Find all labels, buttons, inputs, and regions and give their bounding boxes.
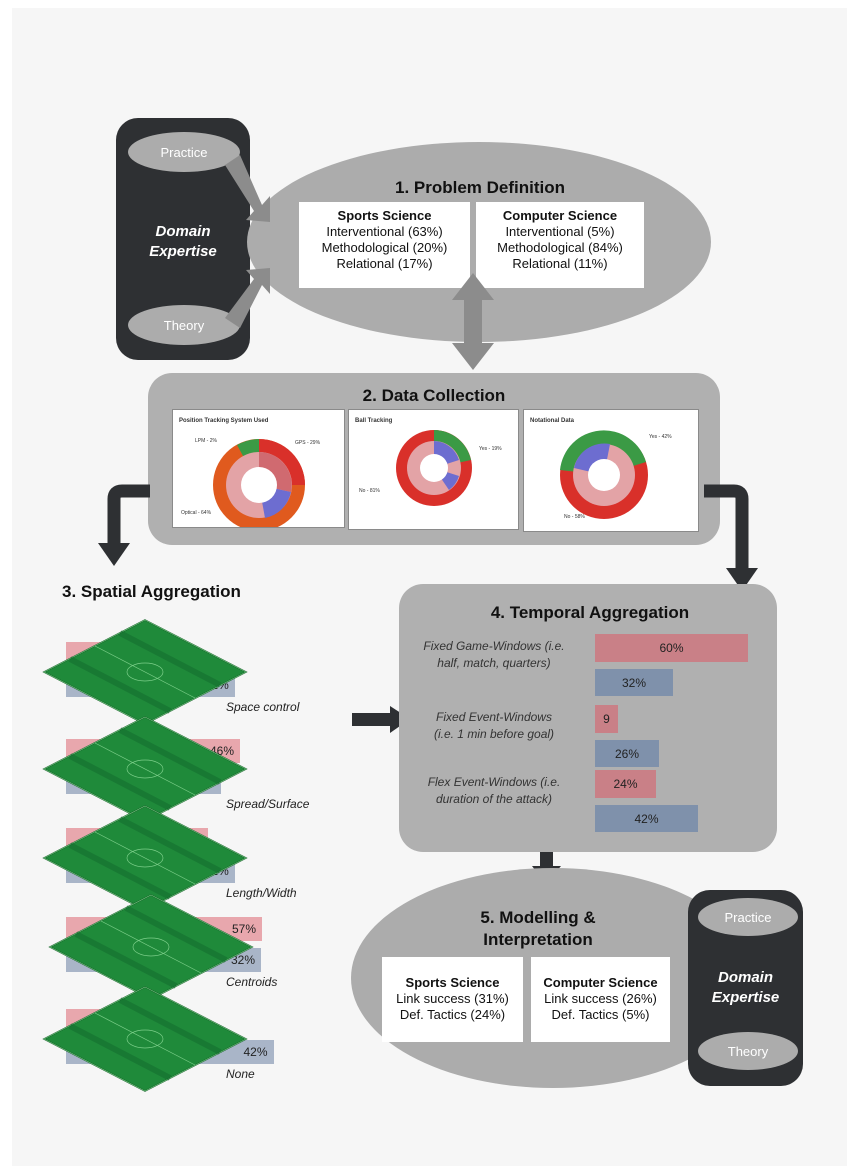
problem-sports-science-box: Sports Science Interventional (63%) Meth…	[299, 202, 470, 288]
pc-heading: Computer Science	[502, 208, 618, 223]
chart-label: Optical - 64%	[181, 510, 212, 516]
spatial-item-label: Length/Width	[226, 886, 297, 900]
chart-label: GPS - 29%	[295, 440, 321, 446]
modelling-title-line2: Interpretation	[483, 930, 593, 949]
spatial-item-label: Centroids	[226, 975, 278, 989]
modelling-computer-science-box: Computer Science Link success (26%) Def.…	[531, 957, 670, 1042]
mc-item: Link success (26%)	[544, 991, 657, 1006]
temporal-red-bar: 60%	[595, 634, 748, 662]
temporal-aggregation-title: 4. Temporal Aggregation	[490, 603, 690, 622]
chart-label: Yes - 42%	[649, 434, 672, 440]
soccer-pitch-icon	[42, 619, 248, 725]
temporal-red-bar: 9	[595, 705, 618, 733]
chart-label: No - 58%	[564, 514, 585, 520]
mc-heading: Computer Science	[543, 975, 658, 990]
domain-expertise-top-label: Domain Expertise	[116, 222, 250, 262]
temporal-label-line1: Fixed Event-Windows	[436, 710, 552, 724]
temporal-label-line2: duration of the attack)	[435, 792, 553, 806]
temporal-label-line2: (i.e. 1 min before goal)	[433, 727, 555, 741]
notational-data-donut	[560, 430, 648, 519]
temporal-blue-bar: 26%	[595, 740, 659, 767]
position-tracking-donut	[213, 439, 305, 527]
ms-item: Link success (31%)	[396, 991, 509, 1006]
soccer-pitch-icon	[42, 716, 248, 822]
spatial-item-label: Spread/Surface	[226, 797, 310, 811]
spatial-item-label: Space control	[226, 700, 300, 714]
temporal-label-line1: Fixed Game-Windows (i.e.	[423, 639, 565, 653]
chart-label: Yes - 19%	[479, 446, 502, 452]
chart-label: No - 81%	[359, 488, 380, 494]
modelling-title-line1: 5. Modelling &	[480, 908, 596, 927]
temporal-item-label: Flex Event-Windows (i.e. duration of the …	[404, 774, 584, 808]
position-tracking-chart: Position Tracking System Used LPM - 2% G…	[172, 409, 345, 528]
chart-title: Ball Tracking	[355, 418, 393, 424]
practice-label: Practice	[724, 909, 772, 925]
mc-item: Def. Tactics (5%)	[551, 1007, 650, 1022]
domain-label-line1: Domain	[717, 969, 773, 986]
domain-label-line2: Expertise	[149, 243, 217, 260]
ps-item: Relational (17%)	[336, 256, 433, 271]
modelling-title: 5. Modelling & Interpretation	[458, 907, 618, 951]
ps-item: Interventional (63%)	[326, 224, 443, 239]
theory-label: Theory	[163, 317, 205, 333]
pc-item: Interventional (5%)	[505, 224, 615, 239]
temporal-blue-bar: 32%	[595, 669, 673, 696]
theory-ellipse-bottom: Theory	[698, 1032, 798, 1070]
temporal-label-line2: half, match, quarters)	[437, 656, 551, 670]
theory-ellipse-top: Theory	[128, 305, 240, 345]
problem-definition-title: 1. Problem Definition	[394, 178, 566, 197]
data-collection-title: 2. Data Collection	[362, 386, 506, 405]
spatial-item-label: None	[226, 1067, 255, 1081]
practice-label: Practice	[160, 144, 208, 160]
domain-label-line1: Domain	[155, 223, 211, 240]
domain-expertise-bottom-label: Domain Expertise	[688, 968, 803, 1008]
pc-item: Methodological (84%)	[497, 240, 623, 255]
theory-label: Theory	[727, 1043, 769, 1059]
spatial-aggregation-title: 3. Spatial Aggregation	[62, 582, 241, 601]
chart-title: Notational Data	[530, 418, 575, 424]
temporal-item-label: Fixed Event-Windows (i.e. 1 min before go…	[404, 709, 584, 743]
notational-data-chart: Notational Data Yes - 42% No - 58%	[523, 409, 699, 532]
chart-title: Position Tracking System Used	[179, 418, 269, 424]
temporal-item-label: Fixed Game-Windows (i.e. half, match, qua…	[404, 638, 584, 672]
temporal-red-bar: 24%	[595, 770, 656, 798]
problem-computer-science-box: Computer Science Interventional (5%) Met…	[476, 202, 644, 288]
practice-ellipse-bottom: Practice	[698, 898, 798, 936]
pc-item: Relational (11%)	[512, 256, 608, 271]
ps-heading: Sports Science	[337, 208, 432, 223]
domain-label-line2: Expertise	[711, 989, 780, 1006]
ps-item: Methodological (20%)	[321, 240, 448, 255]
practice-ellipse-top: Practice	[128, 132, 240, 172]
soccer-pitch-icon	[42, 986, 248, 1092]
modelling-sports-science-box: Sports Science Link success (31%) Def. T…	[382, 957, 523, 1042]
ball-tracking-donut	[396, 430, 472, 506]
temporal-blue-bar: 42%	[595, 805, 698, 832]
chart-label: LPM - 2%	[195, 438, 217, 444]
ms-item: Def. Tactics (24%)	[399, 1007, 506, 1022]
ball-tracking-chart: Ball Tracking Yes - 19% No - 81%	[348, 409, 519, 530]
temporal-label-line1: Flex Event-Windows (i.e.	[427, 775, 561, 789]
ms-heading: Sports Science	[405, 975, 500, 990]
temporal-aggregation-panel	[399, 584, 777, 852]
